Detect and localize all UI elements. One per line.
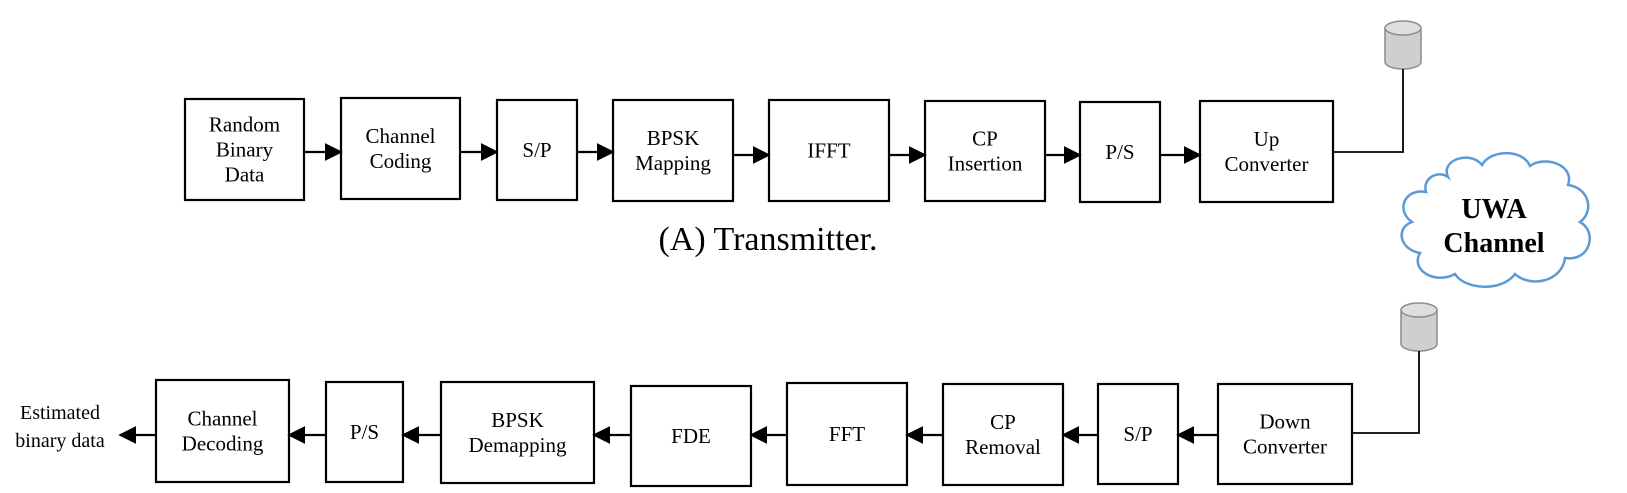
rx-block-label: CP <box>990 410 1016 434</box>
rx-block-label: BPSK <box>491 408 544 432</box>
tx-block-label: P/S <box>1105 140 1134 164</box>
rx-block-label: Demapping <box>469 433 567 457</box>
tx-block-label: BPSK <box>647 126 700 150</box>
tx-block-label: Channel <box>366 124 436 148</box>
rx-block-box <box>629 384 753 488</box>
tx-block-box <box>495 98 579 202</box>
rx-block-box <box>941 382 1065 487</box>
tx-block-label: Up <box>1254 127 1280 151</box>
tx-block-label: Random <box>209 113 280 137</box>
rx-block-fft: FFT <box>785 381 909 487</box>
uwa-channel-label-line2: Channel <box>1443 228 1544 259</box>
transmitter-caption: (A) Transmitter. <box>658 221 877 258</box>
tx-block-label: Insertion <box>948 152 1023 176</box>
tx-block-p-s: P/S <box>1078 100 1162 204</box>
tx-block-box <box>183 97 306 202</box>
rx-block-label: S/P <box>1123 422 1152 446</box>
tx-block-label: Converter <box>1225 152 1309 176</box>
tx-block-box <box>1078 100 1162 204</box>
rx-block-label: Channel <box>188 407 258 431</box>
tx-block-label: Mapping <box>635 151 711 175</box>
rx-block-box <box>439 380 596 485</box>
output-label-line2: binary data <box>15 430 105 452</box>
uwa-channel-cloud: UWA Channel <box>1400 151 1591 288</box>
tx-block-box <box>611 98 735 203</box>
rx-block-label: Decoding <box>182 432 264 456</box>
rx-block-fde: FDE <box>629 384 753 488</box>
tx-block-label: Binary <box>216 138 274 162</box>
rx-block-box <box>154 378 291 484</box>
transmit-wire <box>1333 69 1404 153</box>
receive-transducer-icon <box>1400 302 1438 352</box>
tx-block-box <box>339 96 462 201</box>
tx-block-label: CP <box>972 127 998 151</box>
rx-block-label: Removal <box>965 435 1041 459</box>
tx-block-label: Coding <box>370 149 432 173</box>
uwa-channel-label-line1: UWA <box>1461 194 1527 225</box>
transmitter-arrows <box>304 143 1202 164</box>
tx-block-box <box>767 98 891 203</box>
rx-block-label: FFT <box>829 422 865 446</box>
rx-block-label: Down <box>1259 410 1311 434</box>
receive-wire <box>1352 351 1420 434</box>
tx-block-label: S/P <box>522 138 551 162</box>
rx-block-label: Converter <box>1243 435 1327 459</box>
tx-block-ifft: IFFT <box>767 98 891 203</box>
tx-block-label: Data <box>225 163 265 187</box>
rx-block-s-p: S/P <box>1096 382 1180 486</box>
tx-block-s-p: S/P <box>495 98 579 202</box>
rx-block-label: FDE <box>671 424 711 448</box>
tx-block-label: IFFT <box>807 139 850 163</box>
output-label-line1: Estimated <box>20 402 100 424</box>
transmit-transducer-icon <box>1384 20 1422 70</box>
rx-block-p-s: P/S <box>324 380 405 484</box>
rx-block-label: P/S <box>350 420 379 444</box>
